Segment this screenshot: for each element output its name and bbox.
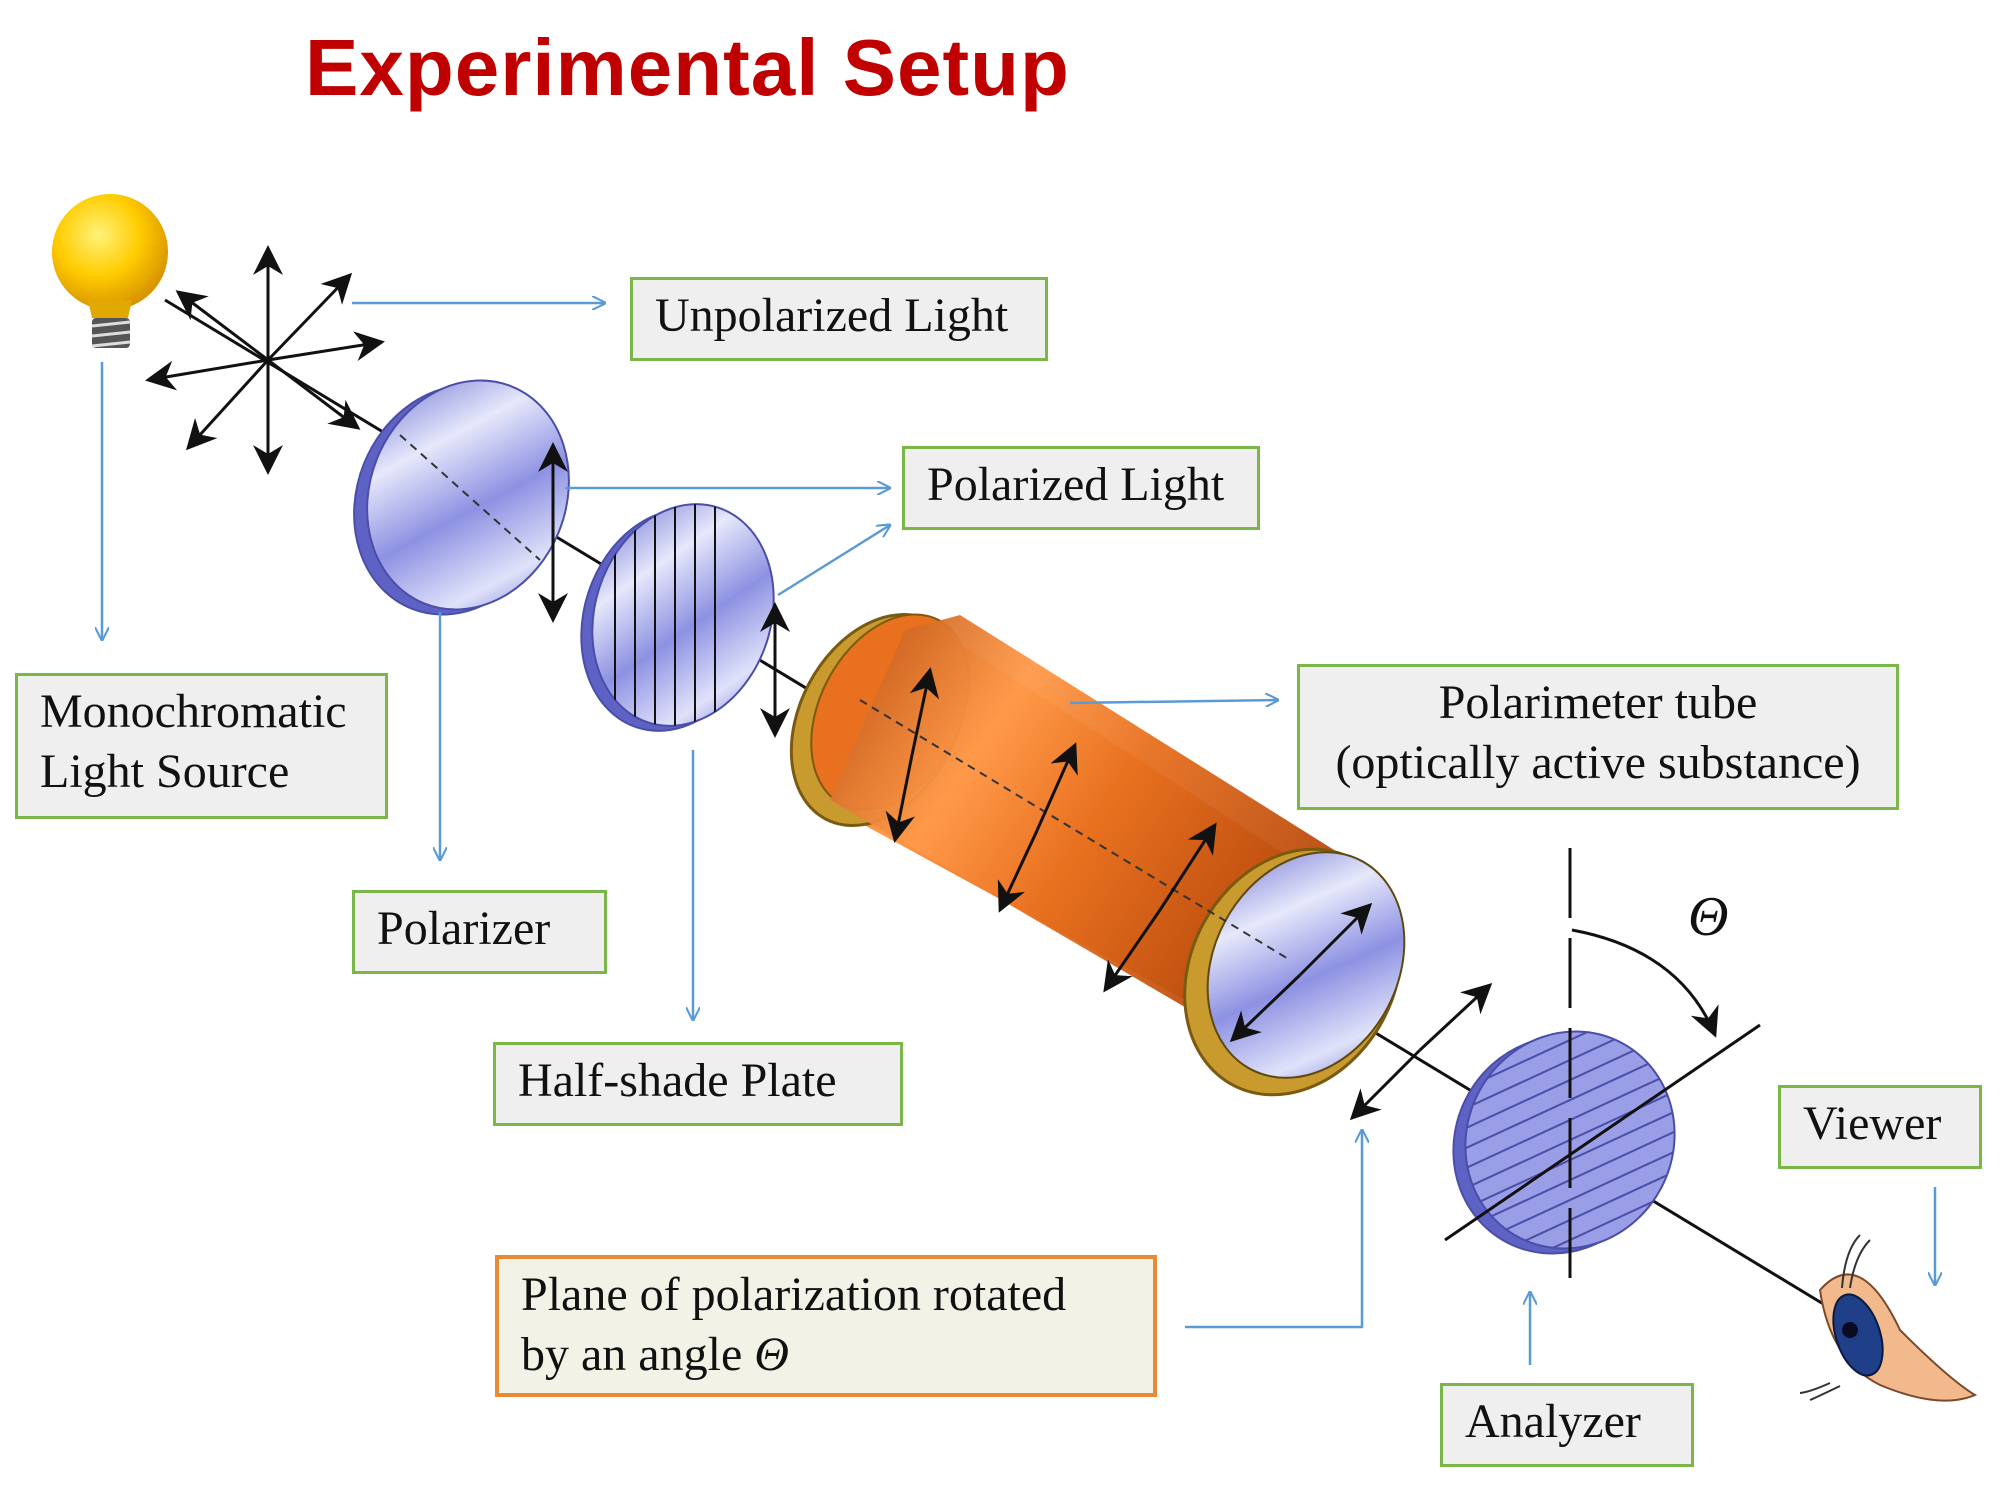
viewer-label: Viewer: [1778, 1085, 1982, 1169]
pointer-arrows: [102, 303, 1935, 1365]
analyzer-label: Analyzer: [1440, 1383, 1694, 1467]
analyzer-disc: [1439, 994, 1701, 1286]
light-source-label: Monochromatic Light Source: [15, 673, 388, 819]
rotation-label: Plane of polarization rotated by an angl…: [495, 1255, 1157, 1397]
theta-angle-label: Θ: [1688, 886, 1729, 948]
unpolarized-light-label: Unpolarized Light: [630, 277, 1048, 361]
polarimeter-tube: [789, 613, 1406, 1097]
angle-arc: [1571, 928, 1719, 1038]
half-shade-plate-disc: [580, 480, 775, 750]
polarimeter-tube-label: Polarimeter tube (optically active subst…: [1297, 664, 1899, 810]
polarized-light-label: Polarized Light: [902, 446, 1260, 530]
polarizer-disc: [353, 379, 570, 616]
polarizer-label: Polarizer: [352, 890, 607, 974]
eye-icon: [1799, 1234, 1978, 1402]
unpolarized-star-icon: [145, 245, 385, 475]
page-title: Experimental Setup: [305, 23, 1070, 112]
half-shade-plate-label: Half-shade Plate: [493, 1042, 903, 1126]
light-bulb-icon: [52, 194, 168, 348]
